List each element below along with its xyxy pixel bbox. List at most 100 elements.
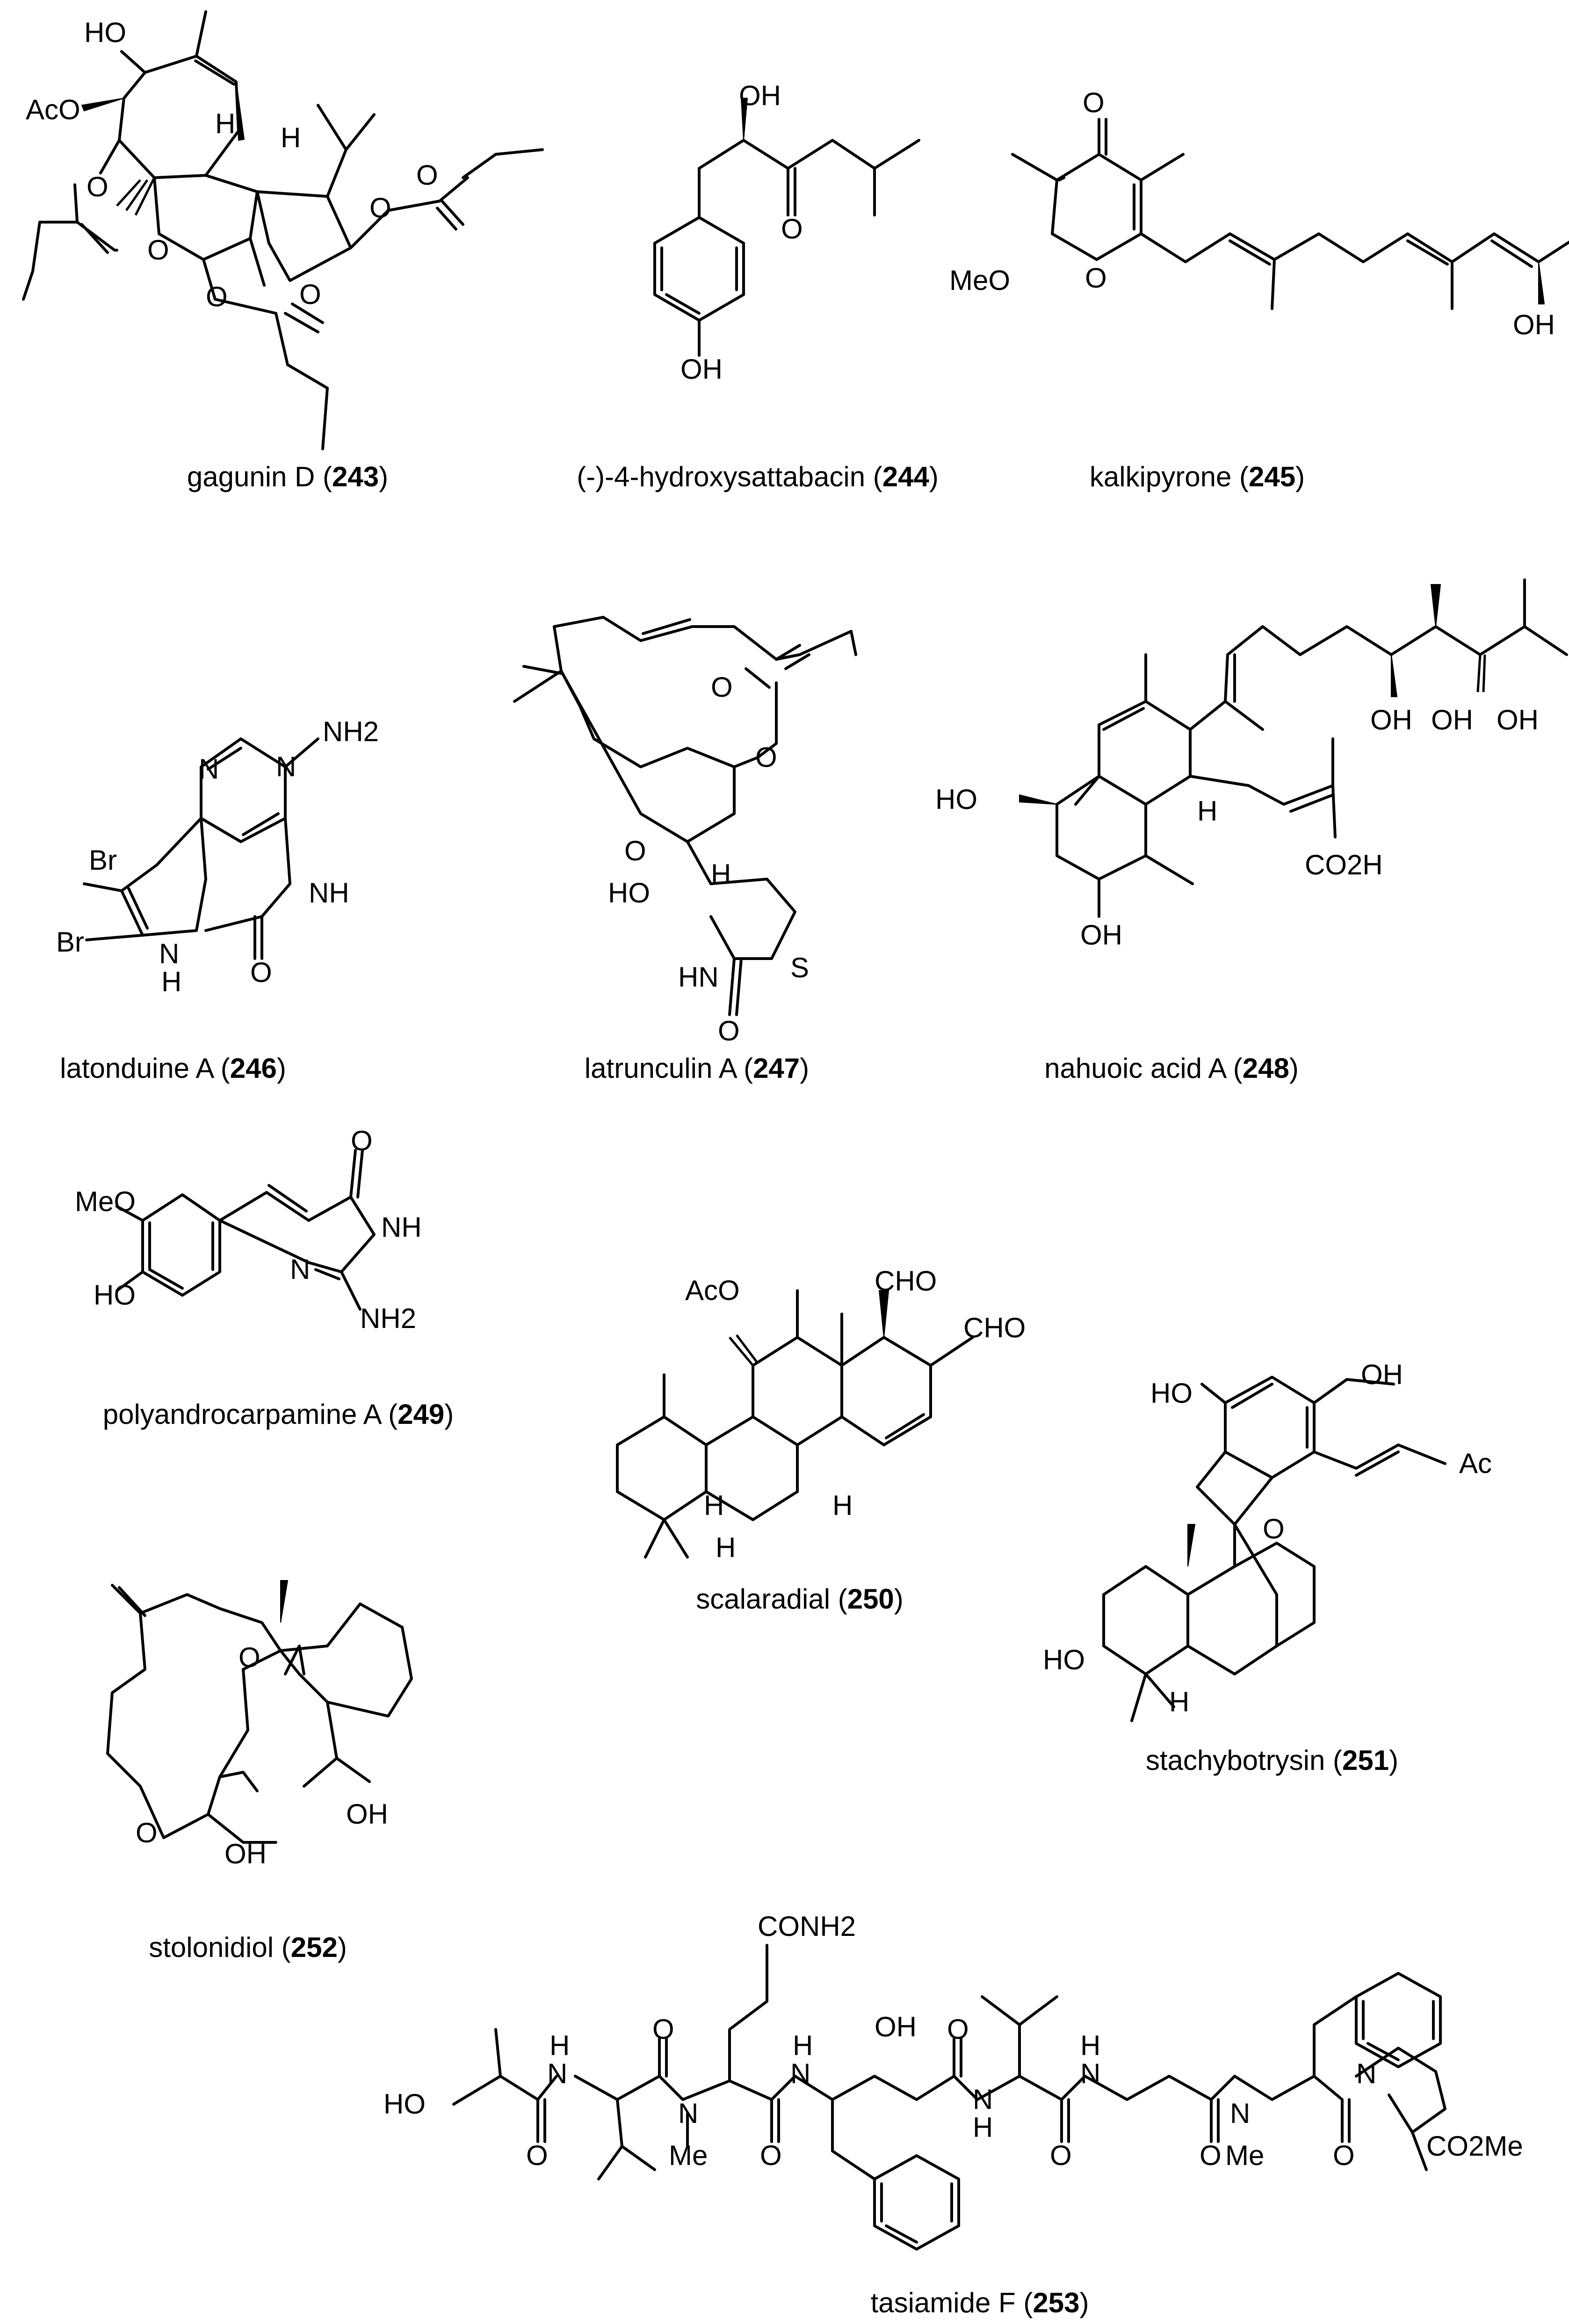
- structure-latonduine-a: NH2 N N Br Br NH N H O: [56, 716, 379, 997]
- atom-label: H: [1169, 1686, 1189, 1718]
- atom-label: O: [136, 1817, 158, 1848]
- caption-243: gagunin D (243): [187, 461, 388, 492]
- atom-label: O: [1083, 87, 1105, 118]
- atom-label: HO: [1043, 1644, 1085, 1675]
- atom-label: HO: [1150, 1378, 1193, 1409]
- atom-label: N: [159, 938, 179, 969]
- atom-label: OH: [680, 354, 723, 385]
- atom-label: OH: [1370, 704, 1412, 736]
- atom-label: OH: [1513, 309, 1555, 340]
- structure-hydroxysattabacin: OH O OH: [653, 80, 920, 385]
- atom-label: OH: [1431, 704, 1473, 736]
- atom-label: O: [239, 1642, 260, 1673]
- structure-scalaradial: AcO CHO CHO H H H: [616, 1265, 1026, 1563]
- atom-label: HO: [383, 2088, 426, 2120]
- atom-label: CHO: [875, 1265, 937, 1297]
- atom-label: AcO: [26, 94, 80, 125]
- caption-246: latonduine A (246): [60, 1053, 286, 1084]
- caption-249: polyandrocarpamine A (249): [103, 1399, 454, 1430]
- atom-label: H: [161, 966, 181, 997]
- atom-label: O: [755, 742, 777, 773]
- atom-label: MeO: [75, 1186, 136, 1217]
- atom-label: N: [199, 753, 219, 785]
- atom-label: H: [215, 108, 235, 139]
- atom-label: HO: [94, 1279, 136, 1311]
- atom-label: O: [947, 2014, 969, 2045]
- atom-label: Br: [56, 926, 84, 958]
- atom-label: H: [832, 1490, 853, 1521]
- atom-label: OH: [739, 80, 781, 111]
- atom-label: N: [547, 2058, 567, 2089]
- atom-label: O: [718, 1015, 740, 1047]
- structure-tasiamide-f: HO N H N Me CONH2 N H OH N H N H N Me N …: [383, 1911, 1523, 2251]
- atom-label: O: [1333, 2140, 1355, 2171]
- atom-label: N: [1080, 2058, 1100, 2089]
- atom-label: O: [760, 2140, 782, 2171]
- atom-label: N: [790, 2058, 810, 2089]
- atom-label: S: [790, 952, 809, 983]
- structure-stachybotrysin: HO OH Ac O HO H: [1043, 1359, 1492, 1722]
- atom-label: N: [973, 2084, 993, 2115]
- atom-label: N: [290, 1254, 310, 1285]
- atom-label: H: [711, 859, 731, 890]
- atom-label: H: [973, 2112, 993, 2143]
- atom-label: O: [250, 957, 272, 988]
- atom-label: OH: [1497, 704, 1539, 736]
- atom-label: OH: [1361, 1359, 1403, 1390]
- atom-label: NH: [309, 877, 349, 909]
- atom-label: NH2: [360, 1303, 416, 1334]
- atom-label: OH: [875, 2011, 917, 2043]
- atom-label: N: [1230, 2098, 1250, 2129]
- atom-label: O: [1050, 2140, 1072, 2171]
- atom-label: NH2: [323, 716, 379, 747]
- atom-label: HN: [678, 961, 719, 993]
- structure-nahuoic-acid-a: HO OH OH OH H CO2H OH: [935, 578, 1568, 951]
- atom-label: H: [704, 1490, 724, 1521]
- caption-244: (-)-4-hydroxysattabacin (244): [577, 461, 939, 492]
- atom-label: OH: [1080, 919, 1122, 951]
- atom-label: O: [711, 671, 733, 703]
- caption-247: latrunculin A (247): [585, 1053, 809, 1084]
- atom-label: NH: [381, 1212, 422, 1243]
- atom-label: O: [87, 171, 108, 202]
- atom-label: O: [299, 279, 321, 310]
- caption-245: kalkipyrone (245): [1090, 461, 1305, 492]
- atom-label: OH: [346, 1798, 388, 1830]
- atom-label: O: [369, 192, 391, 224]
- atom-label: Br: [89, 844, 117, 876]
- atom-label: O: [206, 281, 228, 312]
- atom-label: O: [781, 213, 803, 245]
- atom-label: O: [351, 1125, 373, 1156]
- atom-label: Me: [1225, 2140, 1264, 2171]
- atom-label: CHO: [963, 1312, 1026, 1343]
- atom-label: MeO: [949, 265, 1010, 296]
- atom-label: H: [1080, 2030, 1100, 2061]
- atom-label: O: [652, 2014, 674, 2045]
- structure-latrunculin-a: O O O HO H S HN O: [513, 616, 857, 1047]
- atom-label: Ac: [1459, 1448, 1492, 1479]
- atom-label: AcO: [685, 1275, 740, 1306]
- atom-label: H: [1197, 795, 1217, 827]
- caption-253: tasiamide F (253): [871, 2287, 1089, 2318]
- atom-label: O: [526, 2140, 548, 2171]
- atom-label: O: [147, 234, 169, 266]
- atom-label: HO: [935, 784, 977, 815]
- atom-label: CONH2: [758, 1911, 856, 1942]
- caption-250: scalaradial (250): [696, 1583, 904, 1615]
- atom-label: H: [281, 122, 301, 153]
- atom-label: O: [1085, 262, 1107, 294]
- caption-252: stolonidiol (252): [149, 1932, 347, 1963]
- structure-stolonidiol: O O OH OH: [106, 1580, 413, 1869]
- structure-gagunin-d: HO AcO O O O O O O H H: [22, 10, 544, 450]
- atom-label: O: [1200, 2140, 1222, 2171]
- caption-251: stachybotrysin (251): [1146, 1745, 1398, 1776]
- structure-kalkipyrone: O MeO O OH: [949, 87, 1569, 340]
- atom-label: H: [793, 2030, 813, 2061]
- atom-label: CO2H: [1305, 849, 1383, 881]
- atom-label: H: [550, 2030, 570, 2061]
- atom-label: N: [276, 751, 296, 782]
- atom-label: O: [624, 835, 646, 866]
- atom-label: O: [1263, 1513, 1285, 1545]
- atom-label: Me: [669, 2140, 708, 2171]
